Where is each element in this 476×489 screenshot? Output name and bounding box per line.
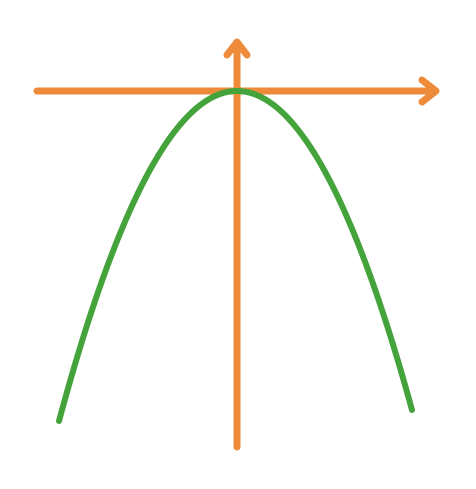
x-axis-arrowhead-icon: [418, 76, 440, 106]
parabola-curve: [56, 88, 415, 425]
y-axis-arrowhead-icon: [223, 38, 251, 59]
